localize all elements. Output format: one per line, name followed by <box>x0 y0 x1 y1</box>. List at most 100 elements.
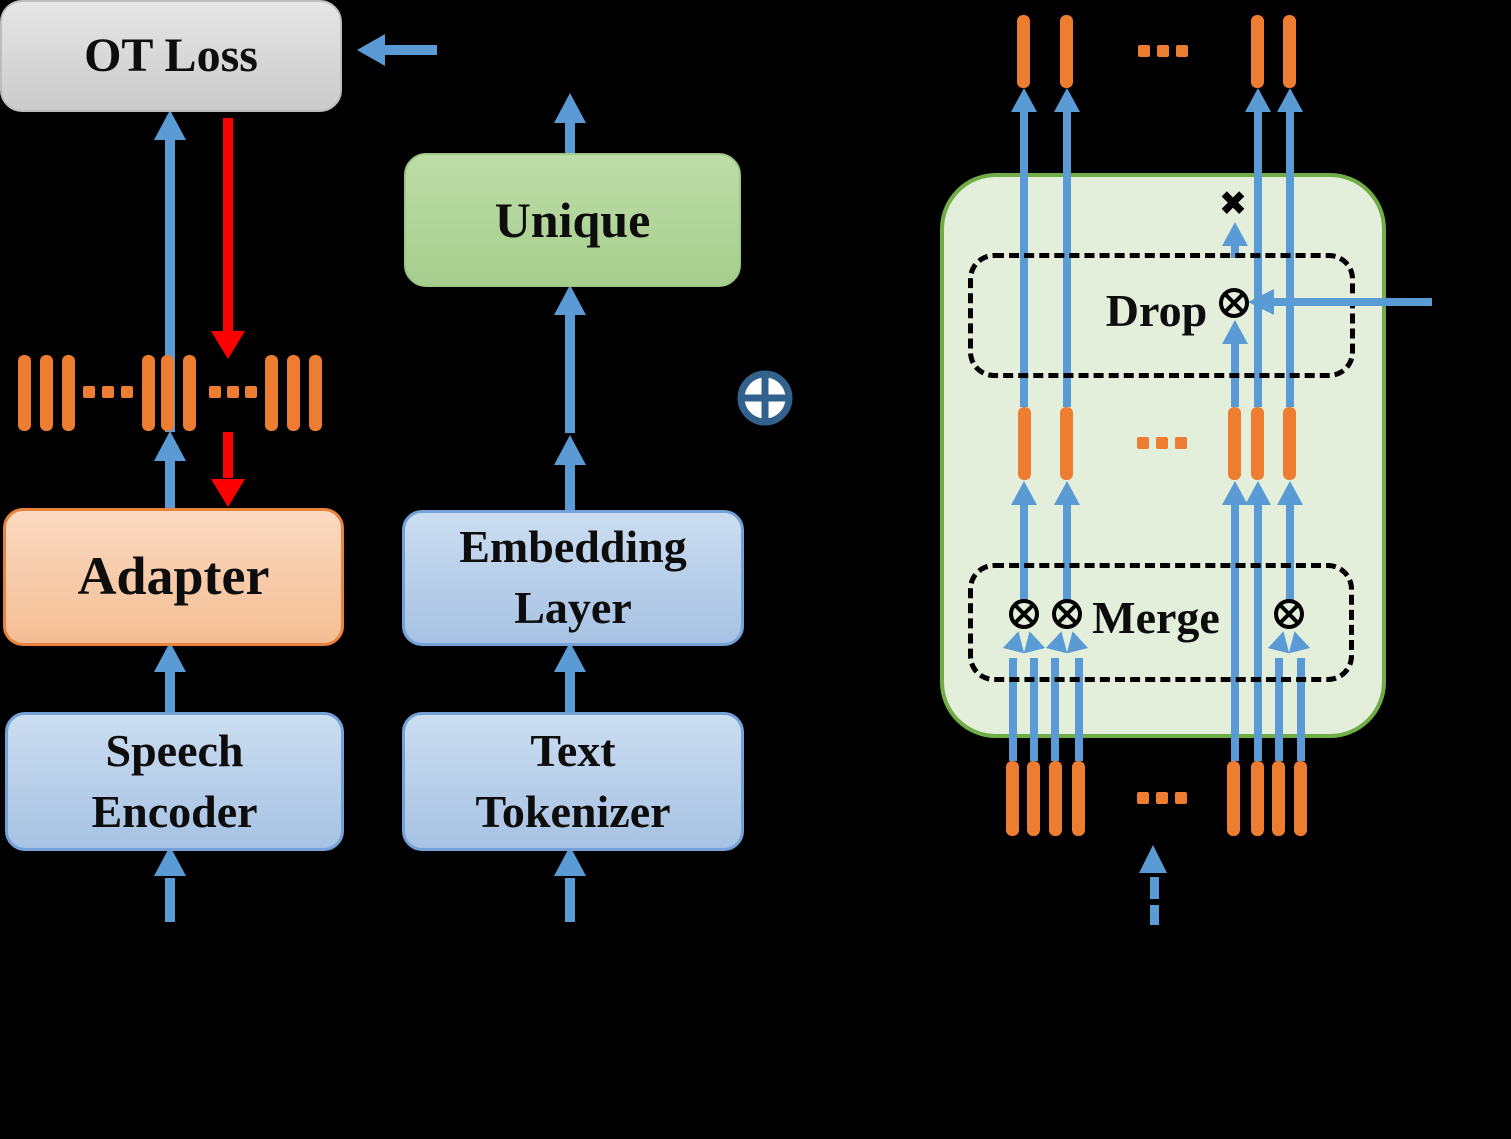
gradient-line <box>223 432 233 478</box>
text-tokenizer-box: Text Tokenizer <box>402 712 744 851</box>
adapter-box: Adapter <box>3 508 344 646</box>
token-bar <box>161 355 174 431</box>
drop-label: Drop <box>1105 285 1208 336</box>
token-bar <box>1018 407 1031 480</box>
flow-line <box>165 878 175 922</box>
flow-line <box>565 671 575 712</box>
arrowhead-left <box>357 34 385 66</box>
token-bar <box>309 355 322 431</box>
dropped-token-x-icon: ✖ <box>1218 184 1248 224</box>
flow-line <box>165 671 175 712</box>
token-bar <box>1227 761 1240 836</box>
arrowhead-up <box>1011 481 1037 505</box>
token-bar <box>1006 761 1019 836</box>
circled-times-icon <box>1009 599 1039 629</box>
arrowhead-up <box>554 93 586 123</box>
arrowhead-up <box>154 642 186 672</box>
token-bar <box>1228 407 1241 480</box>
flow-line <box>1286 505 1294 601</box>
token-bar <box>1017 15 1030 88</box>
arrowhead-left <box>1248 289 1274 315</box>
token-bar <box>62 355 75 431</box>
flow-line <box>565 878 575 922</box>
token-bar <box>1294 761 1307 836</box>
token-bar <box>40 355 53 431</box>
token-bar <box>1251 761 1264 836</box>
ot-loss-box: OT Loss <box>0 0 342 112</box>
arrowhead-up <box>1245 88 1271 112</box>
arrowhead-up <box>154 110 186 140</box>
token-bar <box>1060 15 1073 88</box>
gradient-line <box>223 118 233 331</box>
circled-times-icon <box>1219 288 1249 318</box>
circled-plus-icon <box>737 370 793 426</box>
merge-box <box>968 563 1354 682</box>
speech-encoder-label-line2: Encoder <box>91 785 258 837</box>
flow-line <box>1051 658 1059 761</box>
token-bar <box>287 355 300 431</box>
flow-line <box>1020 110 1028 407</box>
embedding-layer-label-line1: Embedding <box>459 521 687 573</box>
flow-line <box>165 140 175 432</box>
arrowhead-up <box>1054 88 1080 112</box>
arrowhead-up <box>1054 481 1080 505</box>
ot-loss-label: OT Loss <box>84 29 258 83</box>
token-bar <box>1272 761 1285 836</box>
text-tokenizer-label-line2: Tokenizer <box>475 785 671 837</box>
merge-label: Merge <box>1092 592 1220 643</box>
embedding-layer-box: Embedding Layer <box>402 510 744 646</box>
speech-encoder-box: Speech Encoder <box>5 712 344 851</box>
token-bar <box>1251 15 1264 88</box>
flow-line <box>385 45 437 55</box>
arrowhead-up <box>554 435 586 465</box>
flow-line <box>1075 658 1083 761</box>
circled-times-icon <box>1274 599 1304 629</box>
arrowhead-up <box>554 846 586 876</box>
token-bar <box>1072 761 1085 836</box>
arrowhead-up <box>1277 481 1303 505</box>
flow-line <box>165 459 175 508</box>
arrowhead-up <box>1222 481 1248 505</box>
token-bar <box>18 355 31 431</box>
flow-line <box>1254 505 1262 761</box>
token-bar <box>1060 407 1073 480</box>
arrowhead-up <box>154 431 186 461</box>
token-bar <box>265 355 278 431</box>
flow-line <box>1231 244 1239 258</box>
arrowhead-up <box>554 285 586 315</box>
merge-drop-panel <box>940 173 1386 738</box>
dashed-input-arrowhead <box>1139 845 1167 873</box>
flow-line <box>1286 110 1294 407</box>
adapter-label: Adapter <box>77 546 270 607</box>
token-bar <box>183 355 196 431</box>
flow-line <box>565 464 575 510</box>
token-bar <box>142 355 155 431</box>
flow-line <box>565 123 575 153</box>
dashed-input-line <box>1150 877 1159 899</box>
flow-line <box>1063 110 1071 407</box>
arrowhead-up <box>154 846 186 876</box>
flow-line <box>1275 658 1283 761</box>
dashed-input-line <box>1150 905 1159 925</box>
embedding-layer-label-line2: Layer <box>514 582 632 633</box>
speech-encoder-label-line1: Speech <box>105 724 244 776</box>
token-bar <box>1283 407 1296 480</box>
arrowhead-down-red <box>211 331 245 359</box>
unique-box: Unique <box>404 153 741 287</box>
arrowhead-up <box>1245 481 1271 505</box>
flow-line <box>1063 505 1071 601</box>
flow-line <box>1030 658 1038 761</box>
drop-signal-line <box>1268 298 1432 306</box>
token-bar <box>1027 761 1040 836</box>
arrowhead-up <box>1011 88 1037 112</box>
token-bar <box>1049 761 1062 836</box>
flow-line <box>565 315 575 433</box>
circled-times-icon <box>1052 599 1082 629</box>
token-bar <box>1251 407 1264 480</box>
arrowhead-up <box>1222 222 1248 246</box>
arrowhead-up <box>1222 320 1248 344</box>
arrowhead-down-red <box>211 479 245 507</box>
flow-line <box>1020 505 1028 601</box>
text-tokenizer-label-line1: Text <box>530 724 616 776</box>
